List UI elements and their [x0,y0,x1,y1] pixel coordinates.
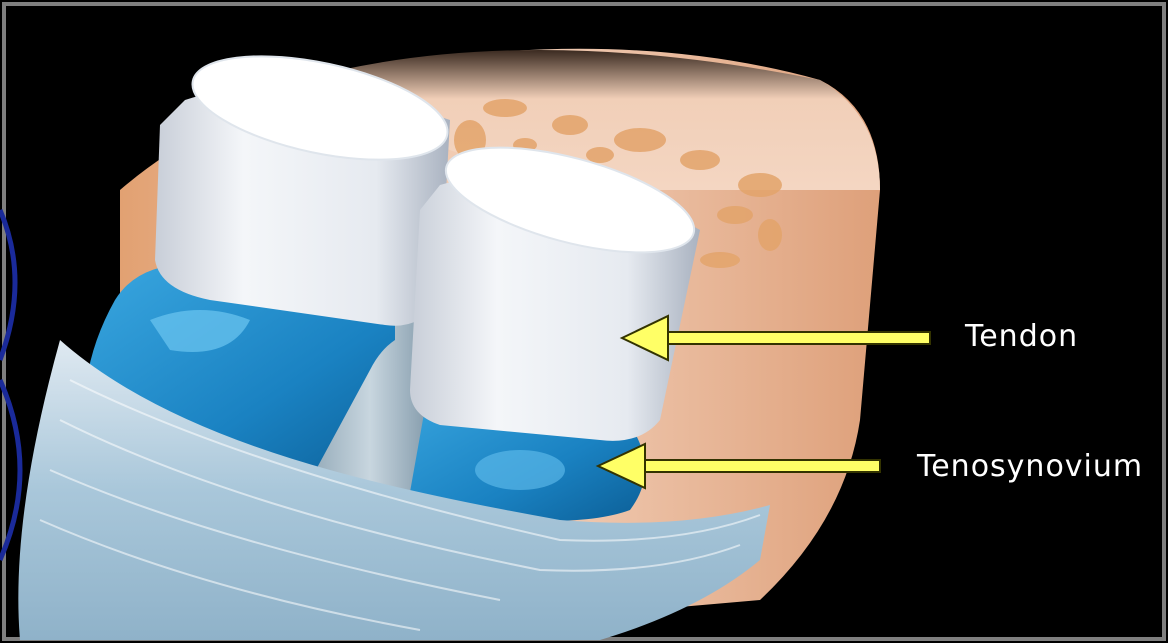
tenosynovium-label: Tenosynovium [917,452,1143,482]
tendon-label: Tendon [965,322,1078,352]
